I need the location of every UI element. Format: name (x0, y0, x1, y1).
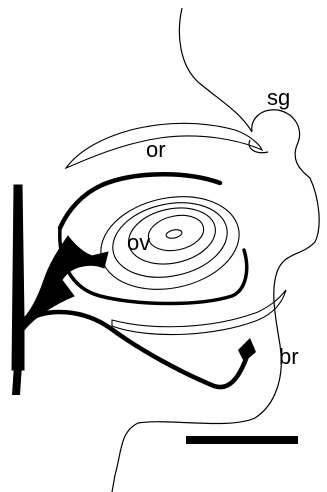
lower-strip (112, 290, 286, 335)
br-wedge (238, 338, 256, 362)
scale-bar (186, 436, 298, 444)
left-duct-mass (12, 185, 108, 370)
label-ov: ov (127, 230, 150, 255)
label-sg: sg (267, 85, 290, 110)
organ-band-top (60, 174, 220, 228)
label-or: or (146, 137, 166, 162)
ovary-rings (92, 184, 248, 301)
label-br: br (279, 344, 299, 369)
